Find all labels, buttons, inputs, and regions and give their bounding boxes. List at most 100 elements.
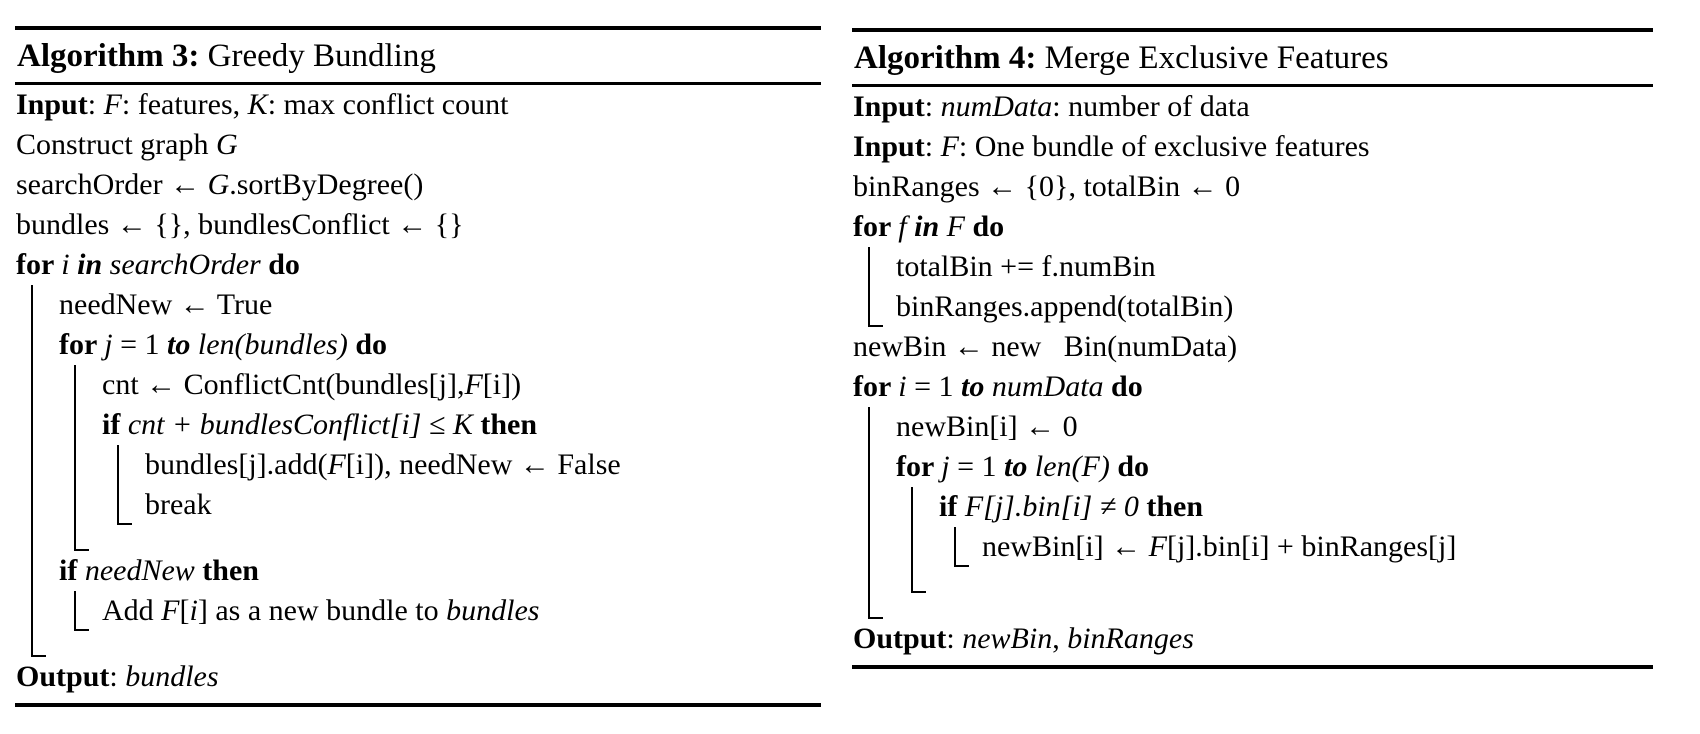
code-text: .sortByDegree() <box>229 168 424 201</box>
block-indent-line <box>911 527 913 567</box>
block-indent-line <box>868 567 870 593</box>
code-text: [ <box>179 594 190 627</box>
code-text: numData <box>991 370 1112 403</box>
code-text: F[j].bin[i] ≠ 0 <box>964 490 1147 523</box>
code-text: bundles ← {}, bundlesConflict ← {} <box>16 208 464 241</box>
code-text: do <box>268 248 300 281</box>
code-text: in <box>77 248 110 281</box>
pseudocode-line: Construct graph G <box>15 125 821 165</box>
pseudocode-line: if cnt + bundlesConflict[i] ≤ K then <box>15 405 821 445</box>
block-indent-line <box>911 567 913 593</box>
code-text: for <box>59 328 105 361</box>
code-text: j <box>941 450 950 483</box>
code-text: for <box>853 210 899 243</box>
pseudocode-line: Output: newBin, binRanges <box>852 619 1653 659</box>
code-text: K <box>247 88 268 121</box>
block-end-foot <box>868 617 883 619</box>
block-end-spacer <box>852 567 1653 593</box>
pseudocode-line: Input: numData: number of data <box>852 87 1653 127</box>
code-text: do <box>1117 450 1150 483</box>
code-text: needNew <box>84 554 203 587</box>
block-end-foot <box>74 629 89 631</box>
code-text: ] as a new bundle to <box>197 594 447 627</box>
block-indent-line <box>117 485 119 525</box>
code-text: : number of data <box>1052 90 1250 123</box>
algorithm-title-text: Merge Exclusive Features <box>1044 40 1389 76</box>
code-text: then <box>480 408 538 441</box>
code-text: i <box>61 248 78 281</box>
block-indent-line <box>74 525 76 551</box>
code-text: i <box>898 370 907 403</box>
code-text: : <box>87 88 104 121</box>
code-text: len(bundles) <box>197 328 356 361</box>
pseudocode-line: Input: F: features, K: max conflict coun… <box>15 85 821 125</box>
code-text: : <box>946 622 963 655</box>
pseudocode-line: Output: bundles <box>15 657 821 697</box>
pseudocode-line: for i in searchOrder do <box>15 245 821 285</box>
code-text: F <box>1148 530 1167 563</box>
block-indent-line <box>868 593 870 619</box>
block-end-foot <box>911 591 926 593</box>
pseudocode-line: newBin ← new Bin(numData) <box>852 327 1653 367</box>
pseudocode-line: bundles[j].add(F[i]), needNew ← False <box>15 445 821 485</box>
pseudocode-line: binRanges.append(totalBin) <box>852 287 1653 327</box>
block-end-foot <box>868 325 883 327</box>
block-indent-line <box>74 485 76 525</box>
code-text: needNew ← True <box>59 288 273 321</box>
block-indent-line <box>31 551 33 591</box>
pseudocode-line: if F[j].bin[i] ≠ 0 then <box>852 487 1653 527</box>
code-text: numData <box>940 90 1053 123</box>
block-indent-line <box>868 447 870 487</box>
pseudocode-line: break <box>15 485 821 525</box>
block-indent-line <box>31 405 33 445</box>
code-text: [i]) <box>482 368 522 401</box>
code-text: Construct graph <box>16 128 216 161</box>
pseudocode-line: for j = 1 to len(F) do <box>852 447 1653 487</box>
algorithm-number-label: Algorithm 3: <box>17 38 208 74</box>
code-text: i <box>189 594 198 627</box>
code-text: [j].bin[i] + binRanges[j] <box>1166 530 1457 563</box>
block-end-foot <box>117 523 132 525</box>
code-text: Output <box>853 622 947 655</box>
algorithm-box-4: Algorithm 4: Merge Exclusive Features In… <box>852 28 1653 669</box>
pseudocode-line: binRanges ← {0}, totalBin ← 0 <box>852 167 1653 207</box>
pseudocode-line: Input: F: One bundle of exclusive featur… <box>852 127 1653 167</box>
algorithm-box-3: Algorithm 3: Greedy Bundling Input: F: f… <box>15 26 821 707</box>
code-text: newBin[i] ← <box>982 530 1149 563</box>
block-indent-line <box>74 445 76 485</box>
title-rule <box>15 82 821 85</box>
block-indent-line <box>868 527 870 567</box>
code-text: binRanges.append(totalBin) <box>896 290 1234 323</box>
code-text: j <box>104 328 113 361</box>
code-text: bundles <box>125 660 219 693</box>
code-text: if <box>102 408 128 441</box>
block-indent-line <box>31 525 33 551</box>
code-text: Input <box>853 130 925 163</box>
code-text: totalBin += f.numBin <box>896 250 1156 283</box>
code-text: break <box>145 488 212 521</box>
code-text: newBin <box>962 622 1053 655</box>
pseudocode-line: searchOrder ← G.sortByDegree() <box>15 165 821 205</box>
code-text: : <box>924 130 941 163</box>
code-text: if <box>59 554 85 587</box>
code-text: searchOrder ← <box>16 168 208 201</box>
block-indent-line <box>31 365 33 405</box>
code-text: Input <box>853 90 925 123</box>
top-rule <box>852 28 1653 32</box>
code-text: , <box>1052 622 1068 655</box>
pseudocode-line: for f in F do <box>852 207 1653 247</box>
block-indent-line <box>74 405 76 445</box>
block-end-foot <box>954 565 969 567</box>
pseudocode-line: for i = 1 to numData do <box>852 367 1653 407</box>
block-indent-line <box>31 485 33 525</box>
code-text: newBin[i] ← 0 <box>896 410 1078 443</box>
algorithm-number-label: Algorithm 4: <box>854 40 1045 76</box>
block-end-foot <box>31 655 46 657</box>
code-text: : features, <box>121 88 248 121</box>
code-text: F <box>327 448 346 481</box>
pseudocode-line: totalBin += f.numBin <box>852 247 1653 287</box>
code-text: if <box>939 490 965 523</box>
code-text: do <box>972 210 1005 243</box>
code-text: for <box>896 450 942 483</box>
